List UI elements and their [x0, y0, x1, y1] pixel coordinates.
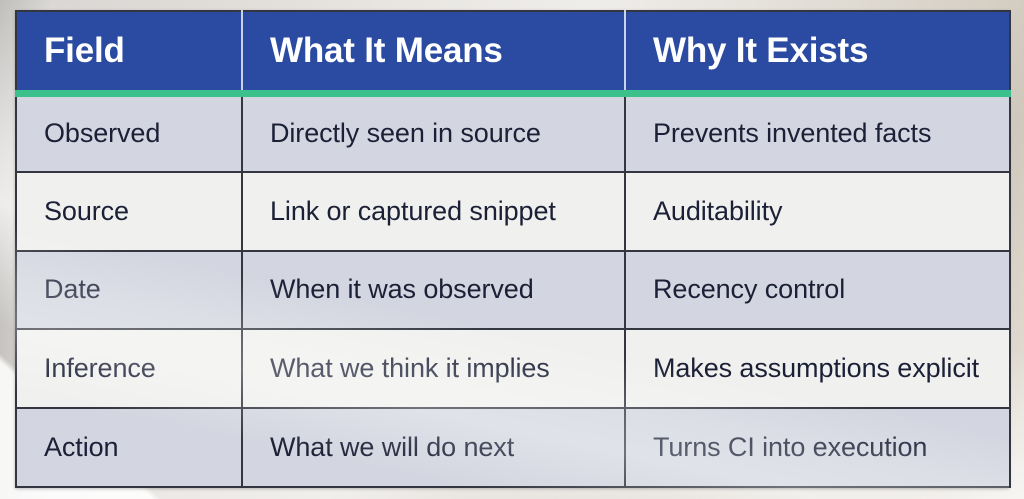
table-header: Field What It Means Why It Exists — [16, 11, 1010, 97]
table-row: Action What we will do next Turns CI int… — [16, 408, 1010, 487]
cell-field: Inference — [16, 329, 243, 410]
cell-what-it-means: When it was observed — [242, 250, 626, 331]
cell-what-it-means: What we will do next — [242, 408, 626, 487]
cell-why-it-exists: Prevents invented facts — [625, 93, 1010, 173]
cell-field: Observed — [16, 93, 243, 173]
cell-why-it-exists: Turns CI into execution — [625, 408, 1010, 487]
table-row: Date When it was observed Recency contro… — [16, 250, 1010, 331]
column-header-field: Field — [16, 11, 243, 97]
table-row: Observed Directly seen in source Prevent… — [16, 93, 1010, 173]
cell-why-it-exists: Auditability — [625, 171, 1010, 252]
column-header-what-it-means: What It Means — [242, 11, 626, 97]
cell-what-it-means: Link or captured snippet — [242, 171, 626, 252]
cell-why-it-exists: Makes assumptions explicit — [625, 329, 1010, 410]
table-header-row: Field What It Means Why It Exists — [16, 11, 1010, 97]
cell-why-it-exists: Recency control — [625, 250, 1010, 331]
table-row: Inference What we think it implies Makes… — [16, 329, 1010, 410]
cell-field: Source — [16, 171, 243, 252]
cell-what-it-means: What we think it implies — [242, 329, 626, 410]
cell-field: Date — [16, 250, 243, 331]
cell-what-it-means: Directly seen in source — [242, 93, 626, 173]
field-definitions-table: Field What It Means Why It Exists Observ… — [15, 10, 1011, 488]
table-body: Observed Directly seen in source Prevent… — [16, 93, 1010, 487]
field-definitions-table-container: Field What It Means Why It Exists Observ… — [15, 10, 1011, 488]
table-row: Source Link or captured snippet Auditabi… — [16, 171, 1010, 252]
column-header-why-it-exists: Why It Exists — [625, 11, 1010, 97]
cell-field: Action — [16, 408, 243, 487]
